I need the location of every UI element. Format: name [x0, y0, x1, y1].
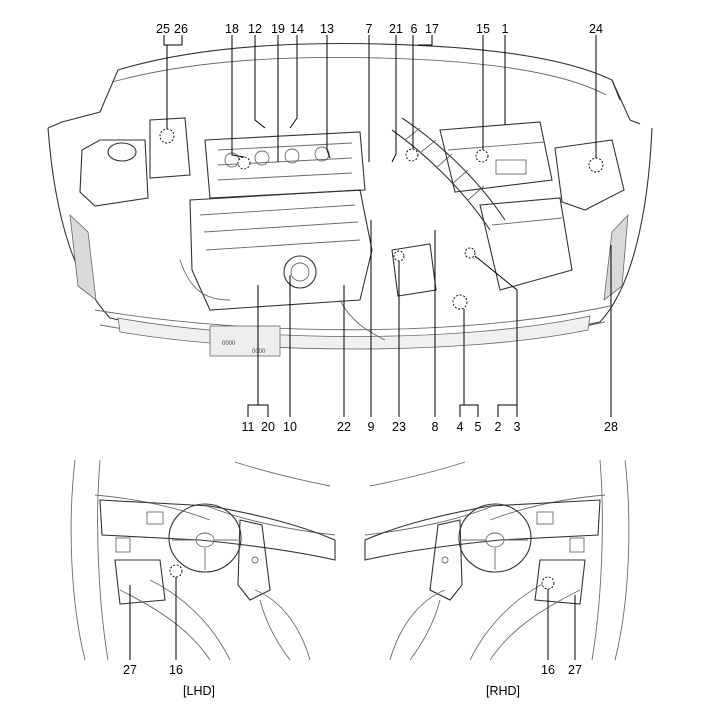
location-markers	[159, 128, 604, 310]
top-leader-lines	[163, 35, 597, 163]
engine-compartment-drawing: 0000 0000	[47, 42, 653, 357]
marker-23	[393, 250, 405, 262]
svg-text:0000: 0000	[222, 341, 236, 347]
callout-18: 18	[225, 22, 239, 36]
callout-25: 25	[156, 22, 170, 36]
rhd-callout-16: 16	[541, 663, 555, 677]
callout-20: 20	[261, 420, 275, 434]
marker-24	[588, 157, 604, 173]
marker-4-5	[452, 294, 468, 310]
callout-11: 11	[242, 420, 255, 434]
lhd-markers	[129, 564, 183, 660]
callout-5: 5	[475, 420, 482, 434]
callout-21: 21	[389, 22, 403, 36]
callout-15: 15	[476, 22, 490, 36]
callout-6: 6	[411, 22, 418, 36]
bottom-callouts: 11 20 10 22 9 23 8 4 5 2 3 28	[242, 420, 618, 434]
marker-25-26	[159, 128, 175, 144]
callout-2: 2	[495, 420, 502, 434]
callout-10: 10	[283, 420, 297, 434]
callout-7: 7	[366, 22, 373, 36]
marker-6	[405, 148, 419, 162]
callout-17: 17	[425, 22, 439, 36]
callout-4: 4	[457, 420, 464, 434]
callout-8: 8	[432, 420, 439, 434]
callout-1: 1	[502, 22, 509, 36]
top-callouts: 25 26 18 12 19 14 13 7 21 6 17 15 1 24	[156, 22, 603, 36]
rhd-markers	[541, 576, 576, 660]
rhd-callout-27: 27	[568, 663, 582, 677]
callout-24: 24	[589, 22, 603, 36]
rhd-caption: [RHD]	[486, 684, 520, 698]
marker-15	[475, 149, 489, 163]
rhd-interior-drawing	[364, 459, 630, 661]
marker-3	[464, 247, 476, 259]
callout-28: 28	[604, 420, 618, 434]
lhd-callout-27: 27	[123, 663, 137, 677]
callout-23: 23	[392, 420, 406, 434]
callout-9: 9	[368, 420, 375, 434]
rhd-marker-16	[541, 576, 555, 590]
marker-18	[237, 156, 251, 170]
lhd-interior-drawing	[70, 459, 336, 661]
lhd-marker-16	[169, 564, 183, 578]
callout-14: 14	[290, 22, 304, 36]
callout-12: 12	[248, 22, 262, 36]
callout-13: 13	[320, 22, 334, 36]
callout-22: 22	[337, 420, 351, 434]
callout-3: 3	[514, 420, 521, 434]
callout-19: 19	[271, 22, 285, 36]
callout-26: 26	[174, 22, 188, 36]
svg-text:0000: 0000	[252, 349, 266, 355]
bottom-leader-lines	[247, 220, 612, 417]
lhd-caption: [LHD]	[183, 684, 215, 698]
lhd-callout-16: 16	[169, 663, 183, 677]
